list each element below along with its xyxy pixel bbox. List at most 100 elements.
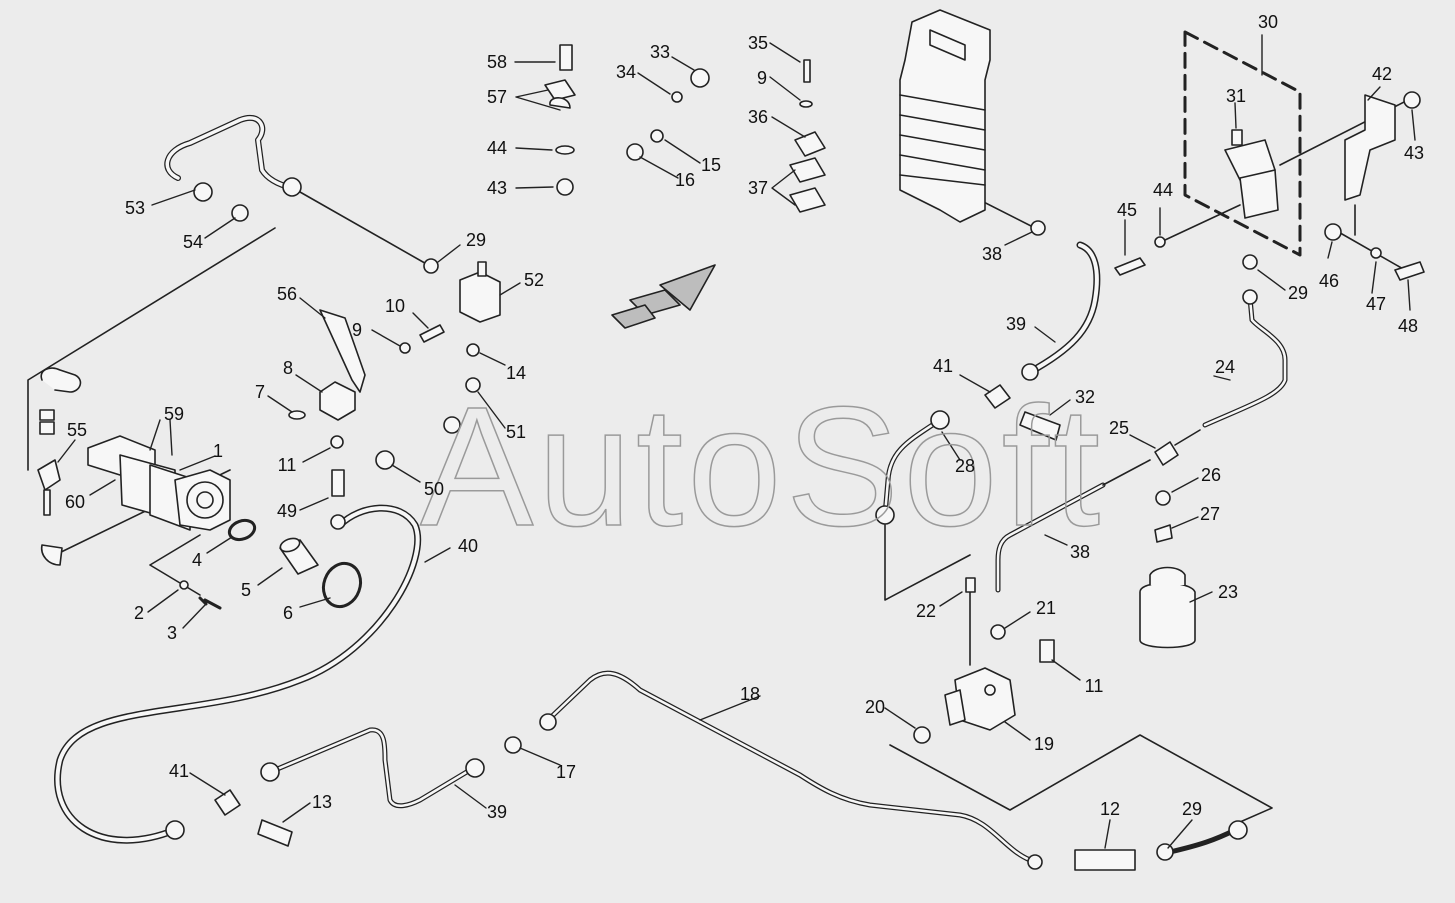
- pipe-19-inner: [546, 671, 1032, 862]
- leader-line-46-47: [1334, 229, 1406, 271]
- callout-30: 30: [1258, 12, 1278, 32]
- callout-48: 48: [1398, 316, 1418, 336]
- callout-44: 44: [487, 138, 507, 158]
- distribution-block-20: [944, 667, 1016, 731]
- small-fittings: [165, 44, 1425, 871]
- leader-line-44-45: [1164, 204, 1241, 241]
- callout-60: 60: [65, 492, 85, 512]
- callout-41: 41: [933, 356, 953, 376]
- callout-23: 23: [1218, 582, 1238, 602]
- pipe-23-inner: [996, 483, 1105, 592]
- callout-28: 28: [955, 456, 975, 476]
- solenoid-valve-31: [1224, 129, 1279, 219]
- callout-9: 9: [757, 68, 767, 88]
- coupling-5: [279, 537, 319, 575]
- callout-21: 21: [1036, 598, 1056, 618]
- assembly-line-20-13: [889, 734, 1273, 823]
- bracket-42: [1344, 94, 1396, 201]
- leader-lines: [57, 34, 1416, 849]
- callout-34: 34: [616, 62, 636, 82]
- callout-29: 29: [1288, 283, 1308, 303]
- valve-52: [459, 261, 501, 323]
- pipe-40: [1026, 241, 1101, 376]
- callout-2: 2: [134, 603, 144, 623]
- filter-27: [1139, 566, 1196, 649]
- callout-24: 24: [1215, 357, 1235, 377]
- callout-20: 20: [865, 697, 885, 717]
- callout-53: 53: [125, 198, 145, 218]
- line-24-28: [1174, 429, 1201, 446]
- pipe-17-inner: [273, 728, 472, 807]
- fitting-55-stack: [37, 367, 82, 566]
- callout-43: 43: [487, 178, 507, 198]
- pipe-32-inner: [883, 418, 942, 517]
- callout-12: 12: [1100, 799, 1120, 819]
- callout-57: 57: [487, 87, 507, 107]
- pipe-53-inner: [165, 116, 294, 190]
- callout-29: 29: [466, 230, 486, 250]
- callout-16: 16: [675, 170, 695, 190]
- callout-9: 9: [352, 320, 362, 340]
- callout-47: 47: [1366, 294, 1386, 314]
- callout-11: 11: [1085, 676, 1104, 696]
- leader-line-53-52: [299, 191, 431, 267]
- callout-38: 38: [1070, 542, 1090, 562]
- callout-37: 37: [748, 178, 768, 198]
- callout-31: 31: [1226, 86, 1246, 106]
- callout-25: 25: [1109, 418, 1129, 438]
- callout-40: 40: [458, 536, 478, 556]
- callout-32: 32: [1075, 387, 1095, 407]
- callout-36: 36: [748, 107, 768, 127]
- callout-labels: 5857444333341516359363730314243384445294…: [65, 12, 1424, 822]
- callout-17: 17: [556, 762, 576, 782]
- callout-43: 43: [1404, 143, 1424, 163]
- assembly-line-left: [27, 227, 276, 471]
- callout-14: 14: [506, 363, 526, 383]
- callout-39: 39: [487, 802, 507, 822]
- pipe-53: [164, 115, 295, 191]
- hose-14: [54, 504, 422, 844]
- callout-4: 4: [192, 550, 202, 570]
- callout-52: 52: [524, 270, 544, 290]
- o-ring-6: [321, 561, 363, 609]
- block-8: [319, 381, 356, 421]
- callout-51: 51: [506, 422, 526, 442]
- callout-8: 8: [283, 358, 293, 378]
- callout-27: 27: [1200, 504, 1220, 524]
- callout-18: 18: [740, 684, 760, 704]
- callout-33: 33: [650, 42, 670, 62]
- callout-35: 35: [748, 33, 768, 53]
- control-valve-block: [899, 9, 991, 223]
- bolt-3: [198, 596, 222, 610]
- callout-11: 11: [278, 455, 297, 475]
- callout-42: 42: [1372, 64, 1392, 84]
- washer-2: [179, 580, 189, 590]
- assembly-line-pump-2-3: [149, 534, 201, 596]
- callout-58: 58: [487, 52, 507, 72]
- pipe-17: [272, 727, 473, 809]
- callout-50: 50: [424, 479, 444, 499]
- callout-5: 5: [241, 580, 251, 600]
- callout-29: 29: [1182, 799, 1202, 819]
- callout-10: 10: [385, 296, 405, 316]
- callout-39: 39: [1006, 314, 1026, 334]
- callout-44: 44: [1153, 180, 1173, 200]
- bracket-30-outline: [1183, 30, 1302, 257]
- o-ring-4: [227, 518, 257, 542]
- line-23-24: [1102, 459, 1151, 486]
- hose-14-inner: [55, 506, 420, 843]
- pipe-28-inner: [1203, 296, 1287, 427]
- callout-6: 6: [283, 603, 293, 623]
- gear-pump: [87, 435, 231, 531]
- callout-56: 56: [277, 284, 297, 304]
- callout-55: 55: [67, 420, 87, 440]
- callout-3: 3: [167, 623, 177, 643]
- callout-46: 46: [1319, 271, 1339, 291]
- callout-22: 22: [916, 601, 936, 621]
- callout-7: 7: [255, 382, 265, 402]
- watermark-text: AutoSoft: [420, 372, 1104, 562]
- callout-59: 59: [164, 404, 184, 424]
- bracket-56: [319, 309, 366, 393]
